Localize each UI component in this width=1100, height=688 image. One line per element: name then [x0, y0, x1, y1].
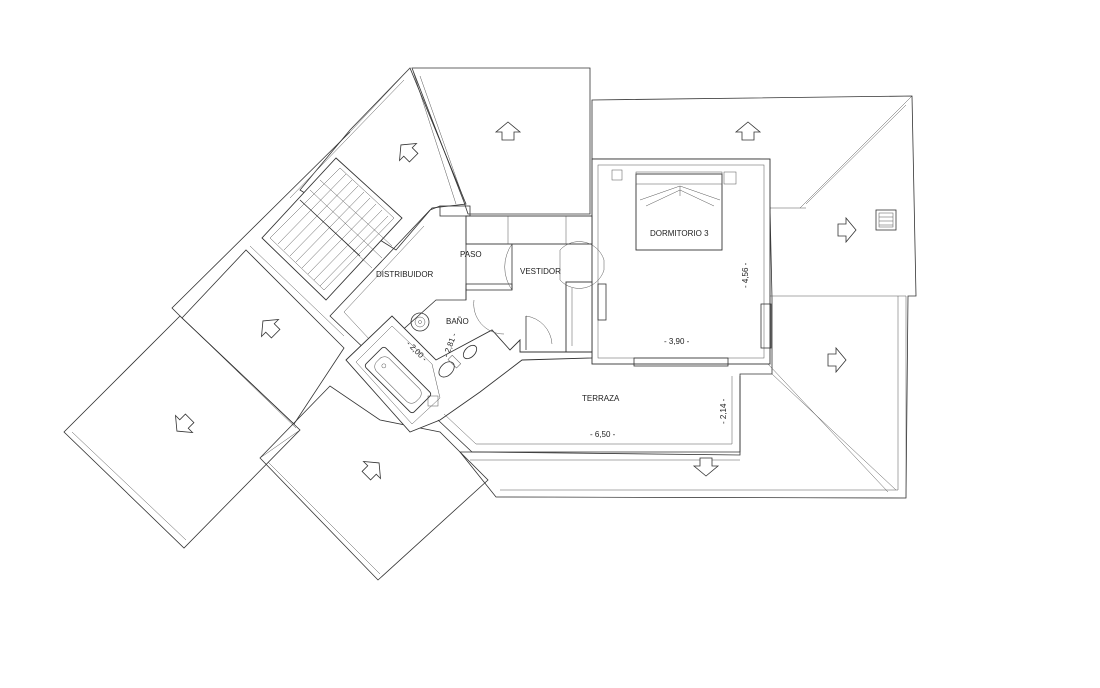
roof-top-middle: [411, 67, 591, 215]
window: [633, 357, 729, 367]
room-labels: DORMITORIO 3 PASO DISTRIBUIDOR VESTIDOR …: [376, 229, 709, 403]
window: [439, 205, 471, 217]
corridor-wall: [465, 215, 593, 245]
stair-inner: [269, 167, 395, 291]
roof-bottom-left: [259, 385, 489, 581]
stair-direction: [299, 199, 361, 257]
roof-hip: [767, 363, 889, 493]
roof-slope-arrows: [175, 121, 857, 481]
roof-ridge: [249, 245, 345, 337]
slope-arrow-icon: [734, 121, 762, 141]
window: [760, 303, 772, 349]
roof-left-upper: [181, 249, 345, 425]
skylight-icon: [875, 209, 897, 231]
slope-arrow-icon: [399, 143, 419, 163]
door-frame: [465, 283, 513, 291]
bidet-icon: [462, 344, 478, 360]
toilet-icon: [438, 354, 462, 378]
slope-arrow-icon: [837, 216, 857, 244]
door-swing: [525, 315, 553, 345]
washbasin-icon: [410, 312, 430, 332]
dimension-dorm-depth: - 4,56 -: [741, 262, 750, 288]
roof-edge: [289, 79, 405, 199]
terraza-edge: [437, 376, 741, 453]
roof-hip: [805, 104, 907, 205]
dimension-terraza-depth: - 2,14 -: [719, 398, 728, 424]
roof-hip: [771, 373, 897, 491]
roof-hip: [419, 75, 465, 201]
stairwell: [261, 157, 403, 301]
dimension-terraza-width: - 6,50 -: [590, 430, 616, 439]
roof-upper-left: [299, 67, 467, 251]
terraza: [437, 376, 741, 453]
room-label-paso: PASO: [460, 250, 482, 259]
stair-treads: [277, 173, 393, 287]
fixtures: [364, 169, 737, 414]
dimension-dorm-width: - 3,90 -: [664, 337, 690, 346]
bed-icon: [611, 169, 737, 251]
slope-arrow-icon: [361, 461, 381, 481]
room-label-vestidor: VESTIDOR: [520, 267, 561, 276]
roof-edge: [171, 131, 351, 319]
door-frame: [597, 283, 607, 321]
room-label-terraza: TERRAZA: [582, 394, 620, 403]
slope-arrow-icon: [692, 457, 720, 477]
roof-left: [63, 315, 301, 549]
room-label-distribuidor: DISTRIBUIDOR: [376, 270, 434, 279]
roof-edge: [71, 431, 187, 541]
bathtub-icon: [364, 346, 432, 414]
door-swing: [473, 299, 505, 335]
slope-arrow-icon: [175, 413, 195, 433]
room-label-bano: BAÑO: [446, 317, 469, 326]
roof-edge: [495, 496, 907, 499]
round-door: [559, 241, 605, 289]
slope-arrow-icon: [827, 346, 847, 374]
door-swing: [504, 243, 513, 291]
roof-edge: [267, 461, 381, 575]
closet: [565, 281, 593, 353]
stair-enclosure: [261, 157, 403, 301]
roof-edge: [259, 429, 301, 459]
room-label-dormitorio: DORMITORIO 3: [650, 229, 709, 238]
slope-arrow-icon: [494, 121, 522, 141]
roof-outline: [63, 67, 917, 581]
shower-drain-icon: [427, 395, 439, 407]
slope-arrow-icon: [261, 319, 281, 339]
roof-hip: [799, 95, 913, 209]
roof-edge: [349, 67, 411, 133]
